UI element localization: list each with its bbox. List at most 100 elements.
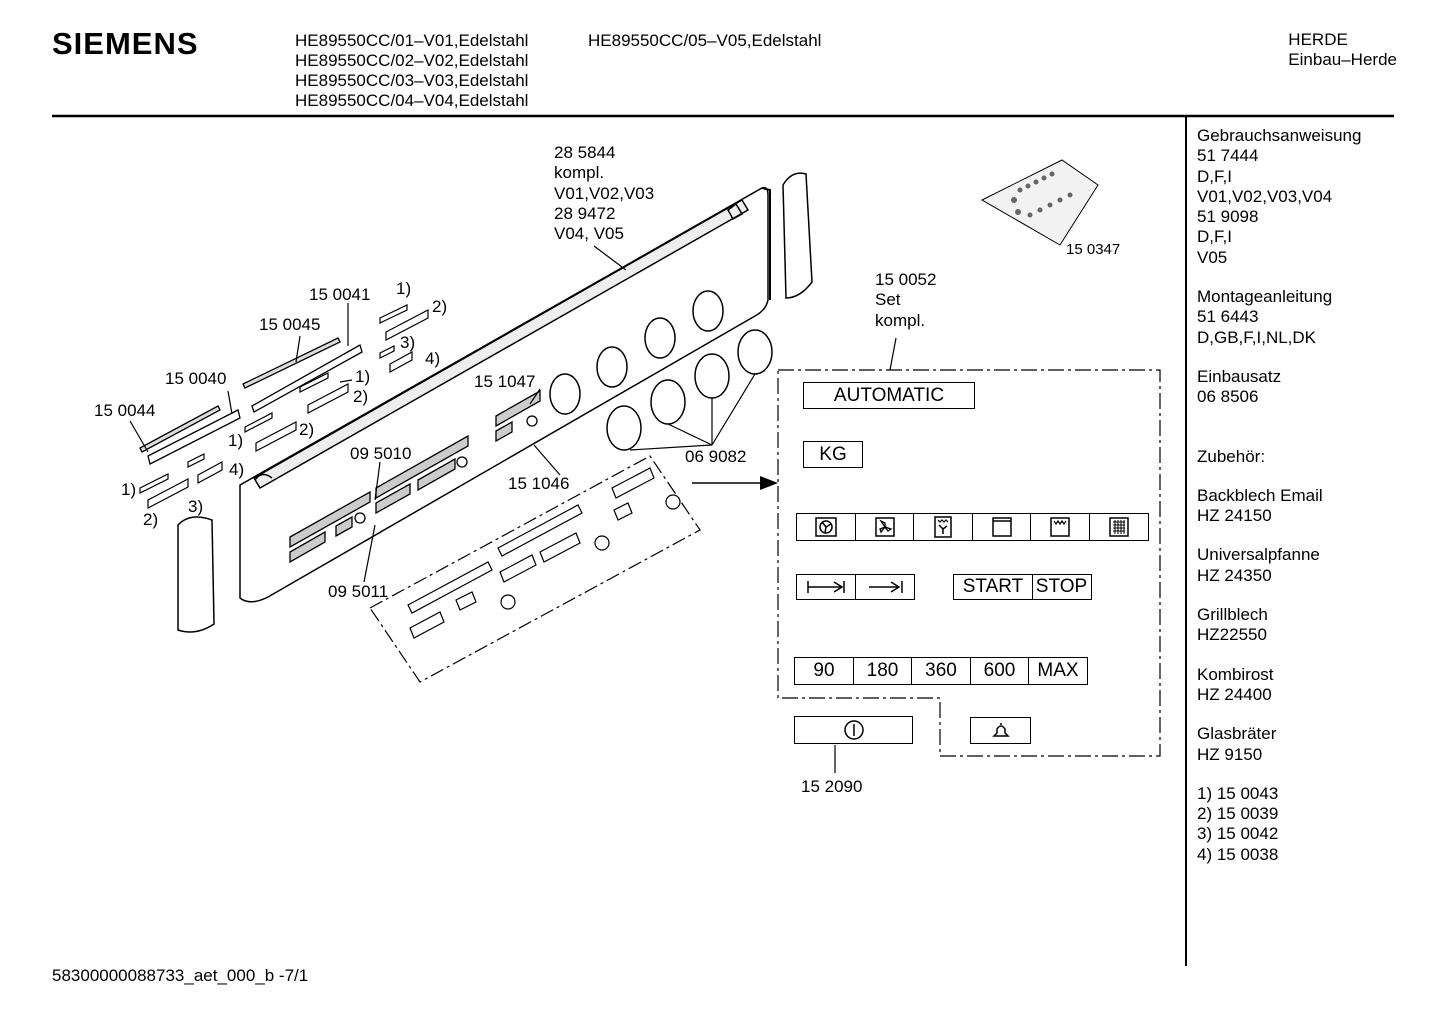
sidebar-line: D,F,I: [1197, 227, 1232, 247]
power-icon: [794, 716, 913, 744]
label-150040: 15 0040: [165, 369, 227, 388]
marker-2: 2): [143, 510, 159, 529]
brand-logo: SIEMENS: [52, 26, 199, 61]
label-151046: 15 1046: [508, 474, 570, 493]
marker-4: 4): [425, 349, 441, 368]
document-id: 58300000088733_aet_000_b -7/1: [52, 966, 309, 985]
label-screws: 15 0347: [1066, 241, 1121, 258]
marker-1: 1): [355, 367, 371, 386]
sidebar-line: D,F,I: [1197, 166, 1232, 186]
label-095010: 09 5010: [350, 444, 412, 463]
label-150045: 15 0045: [259, 315, 321, 334]
marker-3: 3): [188, 497, 204, 516]
stop-key: STOP: [1031, 574, 1092, 600]
marker-2: 2): [353, 387, 369, 406]
sidebar-block-footnotes: 1) 15 0043 2) 15 0039 3) 15 0042 4) 15 0…: [1197, 784, 1361, 865]
automatic-key: AUTOMATIC: [803, 382, 975, 409]
fascia-slots: [289, 389, 541, 564]
sidebar-line: HZ 24150: [1197, 506, 1272, 526]
control-panel-fascia: [239, 186, 771, 603]
kg-key: KG: [803, 441, 863, 468]
duration-arrow-icon: [796, 574, 856, 600]
fan-icon: [854, 513, 915, 541]
oven-icon: [971, 513, 1032, 541]
sidebar-line: HZ 9150: [1197, 744, 1263, 764]
label-fascia: 28 5844 kompl. V01,V02,V03 28 9472 V04, …: [554, 143, 654, 244]
sidebar-line: 06 8506: [1197, 387, 1259, 407]
model-list-1: HE89550CC/01–V01,Edelstahl HE89550CC/02–…: [295, 31, 528, 111]
marker-1: 1): [228, 431, 244, 450]
grill-fan-icon: [913, 513, 973, 541]
marker-2: 2): [299, 420, 315, 439]
label-069082: 06 9082: [685, 447, 747, 466]
category-line: Einbau–Herde: [1288, 50, 1397, 69]
sidebar-block-accessories: Zubehör:: [1197, 447, 1361, 467]
sidebar: Gebrauchsanweisung 51 7444 D,F,I V01,V02…: [1197, 126, 1361, 865]
sidebar-block-item: Glasbräter HZ 9150: [1197, 724, 1361, 765]
sidebar-block-item: Universalpfanne HZ 24350: [1197, 545, 1361, 586]
part-number: 28 9472: [554, 203, 616, 223]
sidebar-heading: Universalpfanne: [1197, 545, 1320, 565]
model-item: HE89550CC/01–V01,Edelstahl: [295, 31, 529, 50]
watt-key: MAX: [1028, 657, 1088, 685]
leader-lines: [129, 245, 897, 773]
sidebar-line: 51 9098: [1197, 207, 1259, 227]
watt-key: 90: [794, 657, 854, 685]
end-arrow-icon: [854, 574, 915, 600]
top-heat-icon: [1030, 513, 1090, 541]
bell-icon: [970, 717, 1031, 744]
part-note: V04, V05: [554, 224, 624, 244]
footnote-line: 4) 15 0038: [1197, 844, 1279, 864]
sidebar-heading: Kombirost: [1197, 664, 1274, 684]
button-set-outline: [369, 455, 701, 683]
sidebar-line: 51 6443: [1197, 307, 1259, 327]
sidebar-line: 51 7444: [1197, 146, 1259, 166]
sidebar-heading: Grillblech: [1197, 605, 1268, 625]
marker-3: 3): [400, 333, 416, 352]
trim-strips: [139, 337, 363, 465]
watt-key: 180: [852, 657, 913, 685]
label-150041: 15 0041: [309, 285, 371, 304]
right-side-trim: [782, 172, 813, 299]
label-set: 15 0052 Set kompl.: [875, 270, 936, 331]
fan-grill-icon: [796, 513, 856, 541]
set-outline: [777, 369, 1161, 757]
footnote-line: 3) 15 0042: [1197, 824, 1279, 844]
sidebar-heading: Backblech Email: [1197, 485, 1323, 505]
part-note: kompl.: [875, 310, 926, 330]
model-item: HE89550CC/03–V03,Edelstahl: [295, 71, 529, 90]
sidebar-heading: Glasbräter: [1197, 724, 1277, 744]
part-number: 28 5844: [554, 143, 616, 162]
sidebar-line: HZ 24350: [1197, 565, 1272, 585]
sidebar-heading: Montageanleitung: [1197, 287, 1333, 307]
sidebar-heading: Gebrauchsanweisung: [1197, 126, 1362, 145]
marker-2: 2): [432, 297, 448, 316]
watt-key: 360: [911, 657, 971, 685]
left-side-trim: [177, 516, 215, 633]
label-150044: 15 0044: [94, 401, 156, 420]
sidebar-block-manual: Gebrauchsanweisung 51 7444 D,F,I V01,V02…: [1197, 126, 1361, 268]
marker-1: 1): [121, 480, 137, 499]
footnote-line: 2) 15 0039: [1197, 804, 1279, 824]
model-item: HE89550CC/05–V05,Edelstahl: [588, 31, 822, 50]
label-095011: 09 5011: [328, 582, 389, 601]
label-151047: 15 1047: [474, 372, 536, 391]
sidebar-line: V01,V02,V03,V04: [1197, 186, 1333, 206]
part-note: V01,V02,V03: [554, 183, 655, 203]
label-152090: 15 2090: [801, 777, 863, 796]
time-key-row: [796, 574, 915, 600]
part-number: 15 0052: [875, 270, 937, 289]
part-note: kompl.: [554, 163, 605, 183]
control-knobs: [606, 329, 773, 451]
start-key: START: [953, 574, 1033, 600]
model-item: HE89550CC/04–V04,Edelstahl: [295, 91, 529, 110]
knob-holes: [549, 290, 724, 415]
model-list-2: HE89550CC/05–V05,Edelstahl: [588, 31, 821, 51]
watt-key: 600: [969, 657, 1030, 685]
sidebar-line: V05: [1197, 247, 1228, 267]
start-stop-row: START STOP: [953, 574, 1092, 600]
footnote-line: 1) 15 0043: [1197, 783, 1279, 803]
arrow-head-icon: [760, 476, 778, 490]
sidebar-block-kit: Einbausatz 06 8506: [1197, 367, 1361, 408]
